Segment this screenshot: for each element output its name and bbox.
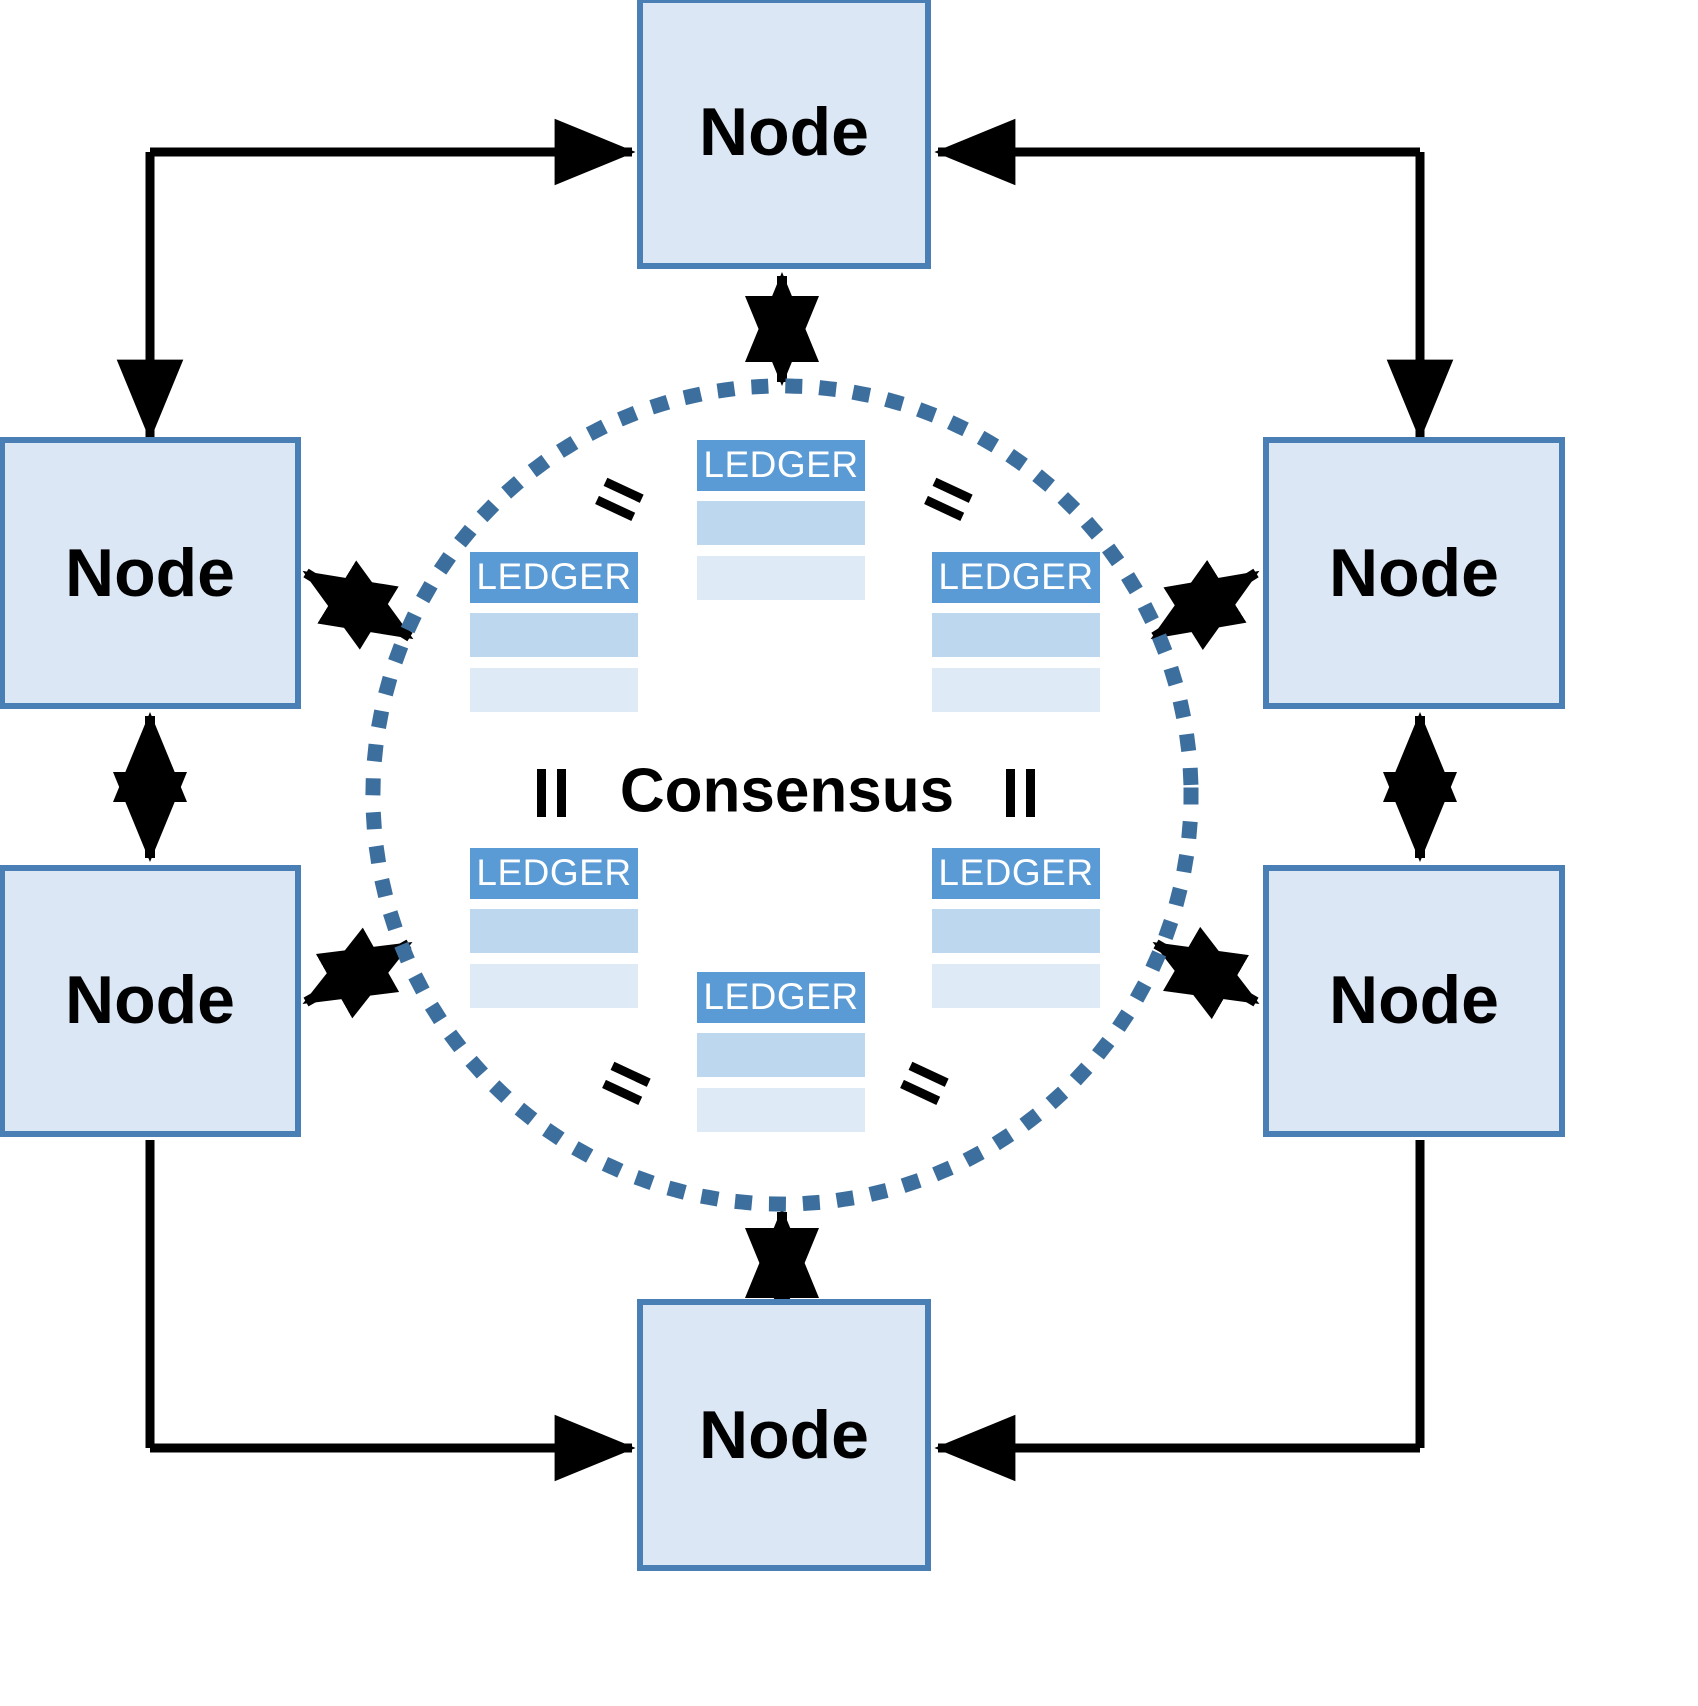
ledger-upper-right-label: LEDGER: [938, 556, 1093, 597]
ledger-bottom-label: LEDGER: [703, 976, 858, 1017]
node-right-upper[interactable]: Node: [1263, 437, 1565, 709]
node-right-lower[interactable]: Node: [1263, 865, 1565, 1137]
ledger-top[interactable]: LEDGER: [697, 440, 865, 600]
ledger-upper-right-row-2: [932, 668, 1100, 712]
ledger-upper-right-row-1: [932, 613, 1100, 657]
node-left-lower-label: Node: [65, 962, 235, 1038]
ledger-bottom-row-1: [697, 1033, 865, 1077]
consensus-label: Consensus: [620, 756, 954, 825]
ledger-lower-right-header[interactable]: [932, 848, 1100, 899]
node-left-upper[interactable]: Node: [0, 437, 301, 709]
ledger-upper-left-row-2: [470, 668, 638, 712]
ledger-upper-left-row-1: [470, 613, 638, 657]
ledger-lower-left[interactable]: LEDGER: [470, 848, 638, 1008]
connection-right-lower-to-bottom: [934, 1140, 1425, 1482]
node-right-lower-box[interactable]: [1263, 865, 1565, 1137]
ledger-lower-left-row-1: [470, 909, 638, 953]
ledger-top-header[interactable]: [697, 440, 865, 491]
ledger-upper-right-header[interactable]: [932, 552, 1100, 603]
consensus-boundary-circle: [365, 378, 1199, 1212]
node-top-label: Node: [699, 94, 869, 170]
node-left-upper-label: Node: [65, 535, 235, 611]
connection-right-upper-node-consensus: [1150, 559, 1260, 651]
node-bottom-box[interactable]: [637, 1299, 931, 1571]
node-right-upper-label: Node: [1329, 535, 1499, 611]
equals-mark-bottom-right-icon: [900, 1061, 949, 1105]
ledger-bottom[interactable]: LEDGER: [697, 972, 865, 1132]
node-top-box[interactable]: [637, 0, 931, 269]
equals-mark-bottom-left-icon: [602, 1061, 651, 1105]
ledger-upper-left[interactable]: LEDGER: [470, 552, 638, 712]
ledger-upper-left-header[interactable]: [470, 552, 638, 603]
ledger-upper-left-label: LEDGER: [476, 556, 631, 597]
node-bottom-label: Node: [699, 1397, 869, 1473]
node-top[interactable]: Node: [637, 0, 931, 269]
node-right-upper-box[interactable]: [1263, 437, 1565, 709]
ledger-lower-right[interactable]: LEDGER: [932, 848, 1100, 1008]
ledger-top-row-1: [697, 501, 865, 545]
connection-left-lower-to-bottom: [145, 1140, 636, 1482]
ledger-bottom-row-2: [697, 1088, 865, 1132]
connection-left-lower-node-consensus: [302, 927, 413, 1019]
equals-mark-mid-left-icon: [537, 769, 566, 817]
ledger-top-label: LEDGER: [703, 444, 858, 485]
node-bottom[interactable]: Node: [637, 1299, 931, 1571]
ledger-lower-right-label: LEDGER: [938, 852, 1093, 893]
node-left-lower-box[interactable]: [0, 865, 301, 1137]
ledger-lower-left-row-2: [470, 964, 638, 1008]
equals-mark-mid-right-icon: [1006, 769, 1035, 817]
ledger-upper-right[interactable]: LEDGER: [932, 552, 1100, 712]
connection-right-lower-node-consensus: [1152, 926, 1260, 1020]
connection-left-upper-to-top: [116, 118, 636, 441]
ledger-lower-left-header[interactable]: [470, 848, 638, 899]
ledger-top-row-2: [697, 556, 865, 600]
node-left-upper-box[interactable]: [0, 437, 301, 709]
equals-mark-top-left-icon: [595, 477, 644, 521]
equals-mark-top-right-icon: [924, 477, 973, 521]
node-right-lower-label: Node: [1329, 962, 1499, 1038]
ledger-bottom-header[interactable]: [697, 972, 865, 1023]
ledger-lower-right-row-2: [932, 964, 1100, 1008]
ledger-lower-right-row-1: [932, 909, 1100, 953]
ledger-lower-left-label: LEDGER: [476, 852, 631, 893]
connection-right-upper-to-top: [934, 118, 1454, 441]
node-left-lower[interactable]: Node: [0, 865, 301, 1137]
connection-left-upper-node-consensus: [302, 560, 414, 650]
